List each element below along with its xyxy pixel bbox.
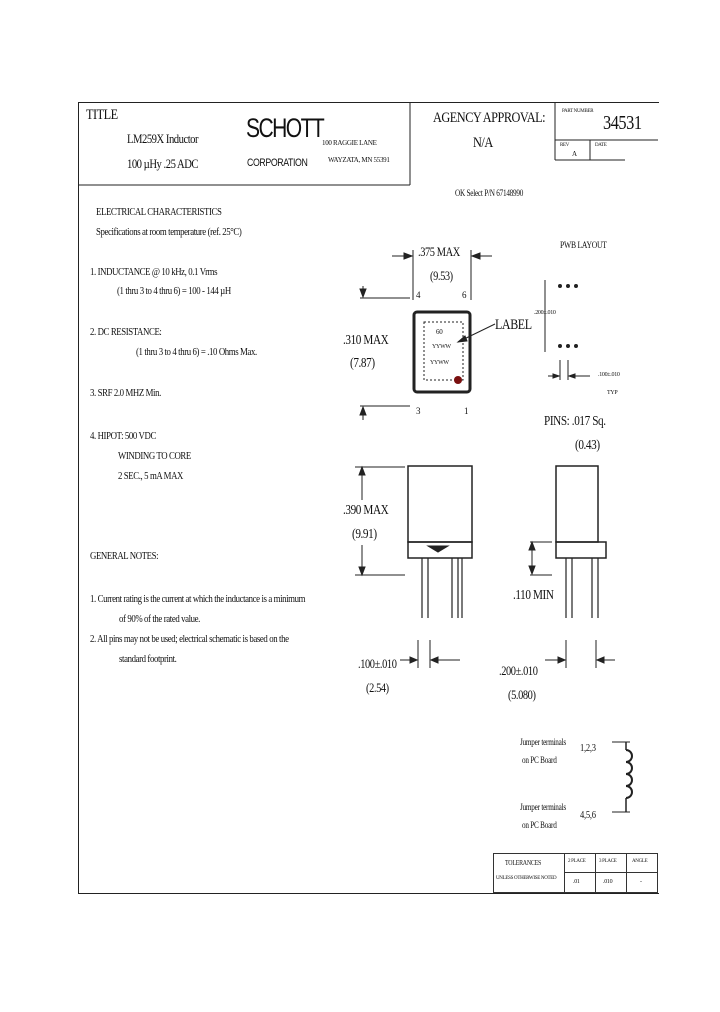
pin-1-label: 1 — [464, 406, 469, 416]
hipot-line2: WINDING TO CORE — [118, 450, 191, 462]
pin-4-label: 4 — [416, 290, 421, 300]
ok-select-pn: OK Select P/N 67148990 — [455, 188, 524, 198]
width-dim: .375 MAX — [418, 244, 460, 259]
tol-2place-head: 2 PLACE — [568, 859, 586, 864]
dc-resistance-line2: (1 thru 3 to 4 thru 6) = .10 Ohms Max. — [136, 346, 257, 358]
rev-label: REV — [560, 143, 570, 148]
schematic-bottom-pins: 4,5,6 — [580, 810, 596, 821]
pin1-dot — [454, 376, 462, 384]
lead-length-dim: .110 MIN — [513, 588, 554, 603]
tol-2place-val-cell — [564, 872, 596, 893]
inductance-line2: (1 thru 3 to 4 thru 6) = 100 - 144 µH — [117, 285, 231, 297]
title-label: TITLE — [86, 107, 118, 123]
label-callout: LABEL — [495, 317, 532, 333]
label-line1: 60 — [436, 328, 443, 336]
hipot-line1: 4. HIPOT: 500 VDC — [90, 430, 156, 442]
general-notes-heading: GENERAL NOTES: — [90, 550, 159, 562]
height-mm: (7.87) — [350, 356, 375, 371]
tol-angle-head: ANGLE — [632, 859, 648, 864]
tolerances-label2: UNLESS OTHERWISE NOTED — [496, 876, 557, 881]
tol-2place-val: .01 — [573, 879, 580, 885]
schematic-bottom-label1: Jumper terminals — [520, 802, 566, 812]
label-line2: YYWW — [432, 344, 451, 350]
pwb-dim-v: .200±.010 — [534, 310, 556, 316]
agency-value: N/A — [473, 135, 493, 151]
note2-line1: 2. All pins may not be used; electrical … — [90, 633, 289, 645]
date-label: DATE — [595, 143, 607, 148]
part-name: LM259X Inductor — [127, 131, 199, 146]
note2-line2: standard footprint. — [119, 653, 177, 665]
label-line3: YYWW — [430, 360, 449, 366]
tol-angle-val: - — [640, 879, 642, 885]
width-mm: (9.53) — [430, 268, 453, 283]
rating: 100 µHy .25 ADC — [127, 156, 199, 171]
row-spacing-mm: (5.080) — [508, 687, 536, 702]
drawing-sheet — [78, 102, 659, 894]
hipot-line3: 2 SEC., 5 mA MAX — [118, 470, 183, 482]
pins-spec: PINS: .017 Sq. — [544, 414, 606, 429]
pwb-typ: TYP — [607, 390, 618, 396]
schematic-top-pins: 1,2,3 — [580, 743, 596, 754]
tol-3place-head: 3 PLACE — [599, 859, 617, 864]
side-height-mm: (9.91) — [352, 527, 377, 542]
pin-3-label: 3 — [416, 406, 421, 416]
pitch-dim: .100±.010 — [358, 656, 397, 671]
agency-label: AGENCY APPROVAL: — [433, 110, 546, 126]
row-spacing-dim: .200±.010 — [499, 663, 538, 678]
schematic-bottom-label2: on PC Board — [522, 820, 557, 830]
address-line2: WAYZATA, MN 55391 — [328, 156, 390, 164]
pin-6-label: 6 — [462, 290, 467, 300]
dc-resistance-line1: 2. DC RESISTANCE: — [90, 326, 162, 338]
part-no-label: PART NUMBER — [562, 109, 594, 114]
note1-line1: 1. Current rating is the current at whic… — [90, 593, 306, 605]
height-dim: .310 MAX — [343, 333, 389, 348]
electrical-heading: ELECTRICAL CHARACTERISTICS — [96, 206, 222, 218]
pwb-layout-title: PWB LAYOUT — [560, 240, 607, 250]
address-line1: 100 RAGGIE LANE — [322, 139, 377, 147]
pwb-dim-h: .100±.010 — [598, 372, 620, 378]
company-logo: SCHOTT — [246, 113, 325, 143]
inductance-line1: 1. INDUCTANCE @ 10 kHz, 0.1 Vrms — [90, 266, 218, 278]
tol-angle-val-cell — [626, 872, 658, 893]
tolerances-label1: TOLERANCES — [505, 859, 542, 867]
tol-3place-val: .010 — [603, 879, 613, 885]
pitch-mm: (2.54) — [366, 680, 389, 695]
schematic-top-label2: on PC Board — [522, 755, 557, 765]
srf-line: 3. SRF 2.0 MHZ Min. — [90, 387, 161, 399]
pins-mm: (0.43) — [575, 438, 600, 453]
company-sub: CORPORATION — [247, 157, 308, 169]
schematic-top-label1: Jumper terminals — [520, 737, 566, 747]
note1-line2: of 90% of the rated value. — [119, 613, 200, 625]
rev-value: A — [572, 150, 577, 158]
spec-note: Specifications at room temperature (ref.… — [96, 226, 242, 238]
side-height-dim: .390 MAX — [343, 503, 389, 518]
part-number: 34531 — [603, 112, 642, 134]
